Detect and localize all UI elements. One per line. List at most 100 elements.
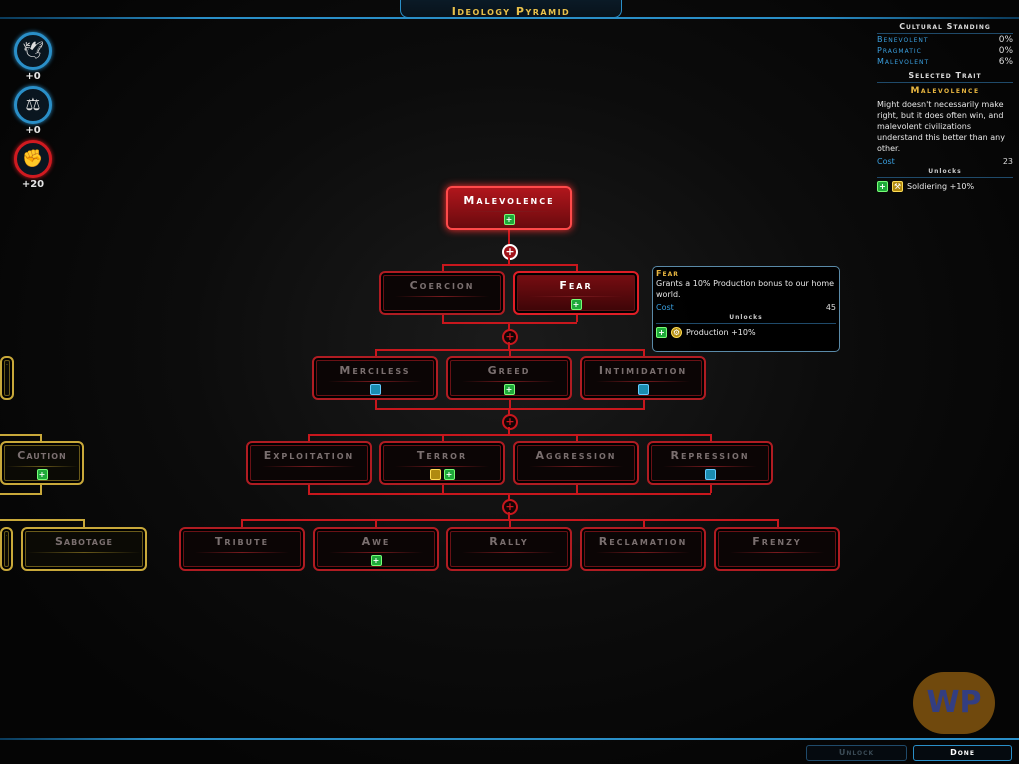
connector-line: [508, 342, 510, 349]
ideology-score-benevolent[interactable]: 🕊+0: [14, 32, 52, 82]
trait-name: Sabotage: [54, 535, 114, 548]
unlock-item: + ⚒ Soldiering +10%: [877, 181, 1013, 192]
expand-tier-icon[interactable]: +: [502, 329, 518, 345]
trait-node-intimidation[interactable]: Intimidation: [580, 356, 706, 400]
trait-badges: +: [515, 299, 637, 310]
connector-line: [508, 322, 510, 330]
trait-node-unnamed[interactable]: [0, 356, 14, 400]
trait-name: Terror: [416, 449, 468, 462]
plus-icon: +: [656, 327, 667, 338]
trait-node-fear[interactable]: Fear +: [513, 271, 639, 315]
ideology-score-value: +0: [25, 125, 41, 136]
connector-line: [375, 408, 645, 410]
plus-icon: +: [503, 214, 515, 225]
connector-line: [375, 519, 377, 527]
trait-name: Merciless: [339, 364, 411, 377]
expand-tier-icon[interactable]: +: [502, 244, 518, 260]
done-button[interactable]: Done: [913, 745, 1012, 761]
selected-trait-name: Malevolence: [910, 86, 980, 96]
connector-line: [509, 519, 511, 527]
trait-name: Greed: [487, 364, 531, 377]
expand-tier-icon[interactable]: +: [502, 499, 518, 515]
trait-node-coercion[interactable]: Coercion: [379, 271, 505, 315]
connector-line: [643, 349, 645, 356]
cost-label: Cost: [877, 157, 895, 166]
trait-node-terror[interactable]: Terror+: [379, 441, 505, 485]
connector-line: [508, 512, 510, 519]
plus-icon: +: [370, 555, 382, 566]
trait-node-rally[interactable]: Rally: [446, 527, 572, 571]
production-icon: ⚙: [671, 327, 682, 338]
trait-node-unnamed[interactable]: [0, 527, 13, 571]
ideology-score-pragmatic[interactable]: ⚖+0: [14, 86, 52, 136]
connector-line: [0, 493, 42, 495]
trait-badges: +: [448, 214, 570, 225]
ideology-score-malevolent[interactable]: ✊+20: [14, 140, 52, 190]
trait-badges: +: [315, 555, 437, 566]
wrench-icon: ⚒: [892, 181, 903, 192]
trait-name: Fear: [559, 279, 593, 292]
trait-node-tribute[interactable]: Tribute: [179, 527, 305, 571]
standing-value: 6%: [998, 57, 1013, 67]
connector-line: [710, 485, 712, 493]
trait-name: Rally: [489, 535, 529, 548]
trait-node-aggression[interactable]: Aggression: [513, 441, 639, 485]
connector-line: [375, 400, 377, 408]
trait-node-malevolence[interactable]: Malevolence +: [446, 186, 572, 230]
trait-node-caution[interactable]: Caution+: [0, 441, 84, 485]
trait-name: Malevolence: [463, 194, 555, 207]
trait-node-repression[interactable]: Repression: [647, 441, 773, 485]
plus-icon: +: [877, 181, 888, 192]
trait-node-frenzy[interactable]: Frenzy: [714, 527, 840, 571]
connector-line: [83, 519, 85, 527]
cost-label: Cost: [656, 303, 674, 312]
connector-line: [509, 349, 511, 356]
fear-tooltip: Fear Grants a 10% Production bonus to ou…: [652, 266, 840, 352]
trait-node-exploitation[interactable]: Exploitation: [246, 441, 372, 485]
trait-name: Frenzy: [752, 535, 802, 548]
connector-line: [777, 519, 779, 527]
trait-node-greed[interactable]: Greed +: [446, 356, 572, 400]
trait-name: Intimidation: [598, 364, 688, 377]
connector-line: [508, 229, 510, 245]
connector-line: [643, 519, 645, 527]
selected-trait-header: Selected Trait: [877, 71, 1013, 83]
connector-line: [442, 434, 444, 441]
trait-node-merciless[interactable]: Merciless: [312, 356, 438, 400]
unlock-icon: [429, 469, 441, 480]
trait-name: Aggression: [535, 449, 617, 462]
scales-icon: ⚖: [14, 86, 52, 124]
unlock-label: Soldiering +10%: [907, 182, 975, 191]
unlocks-header: Unlocks: [877, 168, 1013, 178]
connector-line: [308, 434, 711, 436]
trait-badges: +: [2, 469, 82, 480]
tooltip-description: Grants a 10% Production bonus to our hom…: [656, 279, 835, 299]
connector-line: [508, 408, 510, 415]
expand-tier-icon[interactable]: +: [502, 414, 518, 430]
connector-line: [576, 264, 578, 271]
trait-name: Awe: [361, 535, 391, 548]
plus-icon: +: [503, 384, 515, 395]
unlock-button[interactable]: Unlock: [806, 745, 907, 761]
unlock-label: Production +10%: [686, 328, 756, 337]
trait-name: Repression: [670, 449, 750, 462]
connector-line: [576, 434, 578, 441]
plus-icon: +: [570, 299, 582, 310]
trait-node-sabotage[interactable]: Sabotage: [21, 527, 147, 571]
trait-node-awe[interactable]: Awe +: [313, 527, 439, 571]
trait-badges: +: [448, 384, 570, 395]
bonus-icon: [369, 384, 381, 395]
connector-line: [0, 434, 42, 436]
standing-value: 0%: [998, 46, 1013, 56]
bottom-bar: [0, 738, 1019, 740]
ideology-score-value: +0: [25, 71, 41, 82]
bonus-icon: [637, 384, 649, 395]
connector-line: [710, 434, 712, 441]
trait-node-reclamation[interactable]: Reclamation: [580, 527, 706, 571]
connector-line: [442, 264, 577, 266]
title-tab: Ideology Pyramid: [400, 0, 622, 18]
connector-line: [442, 485, 444, 493]
